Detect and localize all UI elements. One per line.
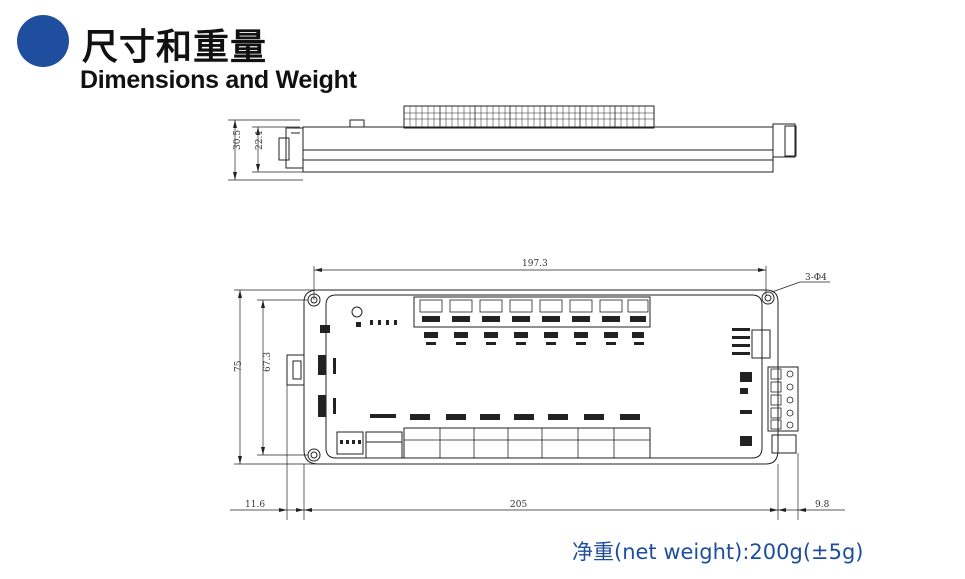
dim-front-height-inner: 67.3 xyxy=(263,352,273,372)
dim-front-height-total: 75 xyxy=(234,360,244,372)
front-view xyxy=(230,120,845,520)
terminal-block-row xyxy=(403,105,655,129)
dim-top-length: 197.3 xyxy=(522,259,548,269)
right-connectors xyxy=(732,328,799,454)
section-title-cn: 尺寸和重量 xyxy=(82,27,268,68)
side-view xyxy=(228,105,797,181)
dim-base-length: 205 xyxy=(510,500,527,510)
blue-bullet-icon xyxy=(17,15,69,67)
top-connector-row xyxy=(413,296,651,345)
bottom-connector-row xyxy=(370,414,651,459)
dim-side-height-body: 22.1 xyxy=(255,130,265,150)
dim-offset-right: 9.8 xyxy=(815,500,830,510)
section-title-en: Dimensions and Weight xyxy=(80,66,357,94)
dim-offset-left: 11.6 xyxy=(245,500,265,510)
net-weight-label: 净重(net weight):200g(±5g) xyxy=(572,540,864,564)
dim-hole-spec: 3-Φ4 xyxy=(805,273,827,283)
dim-side-height-total: 30.5 xyxy=(233,130,243,150)
